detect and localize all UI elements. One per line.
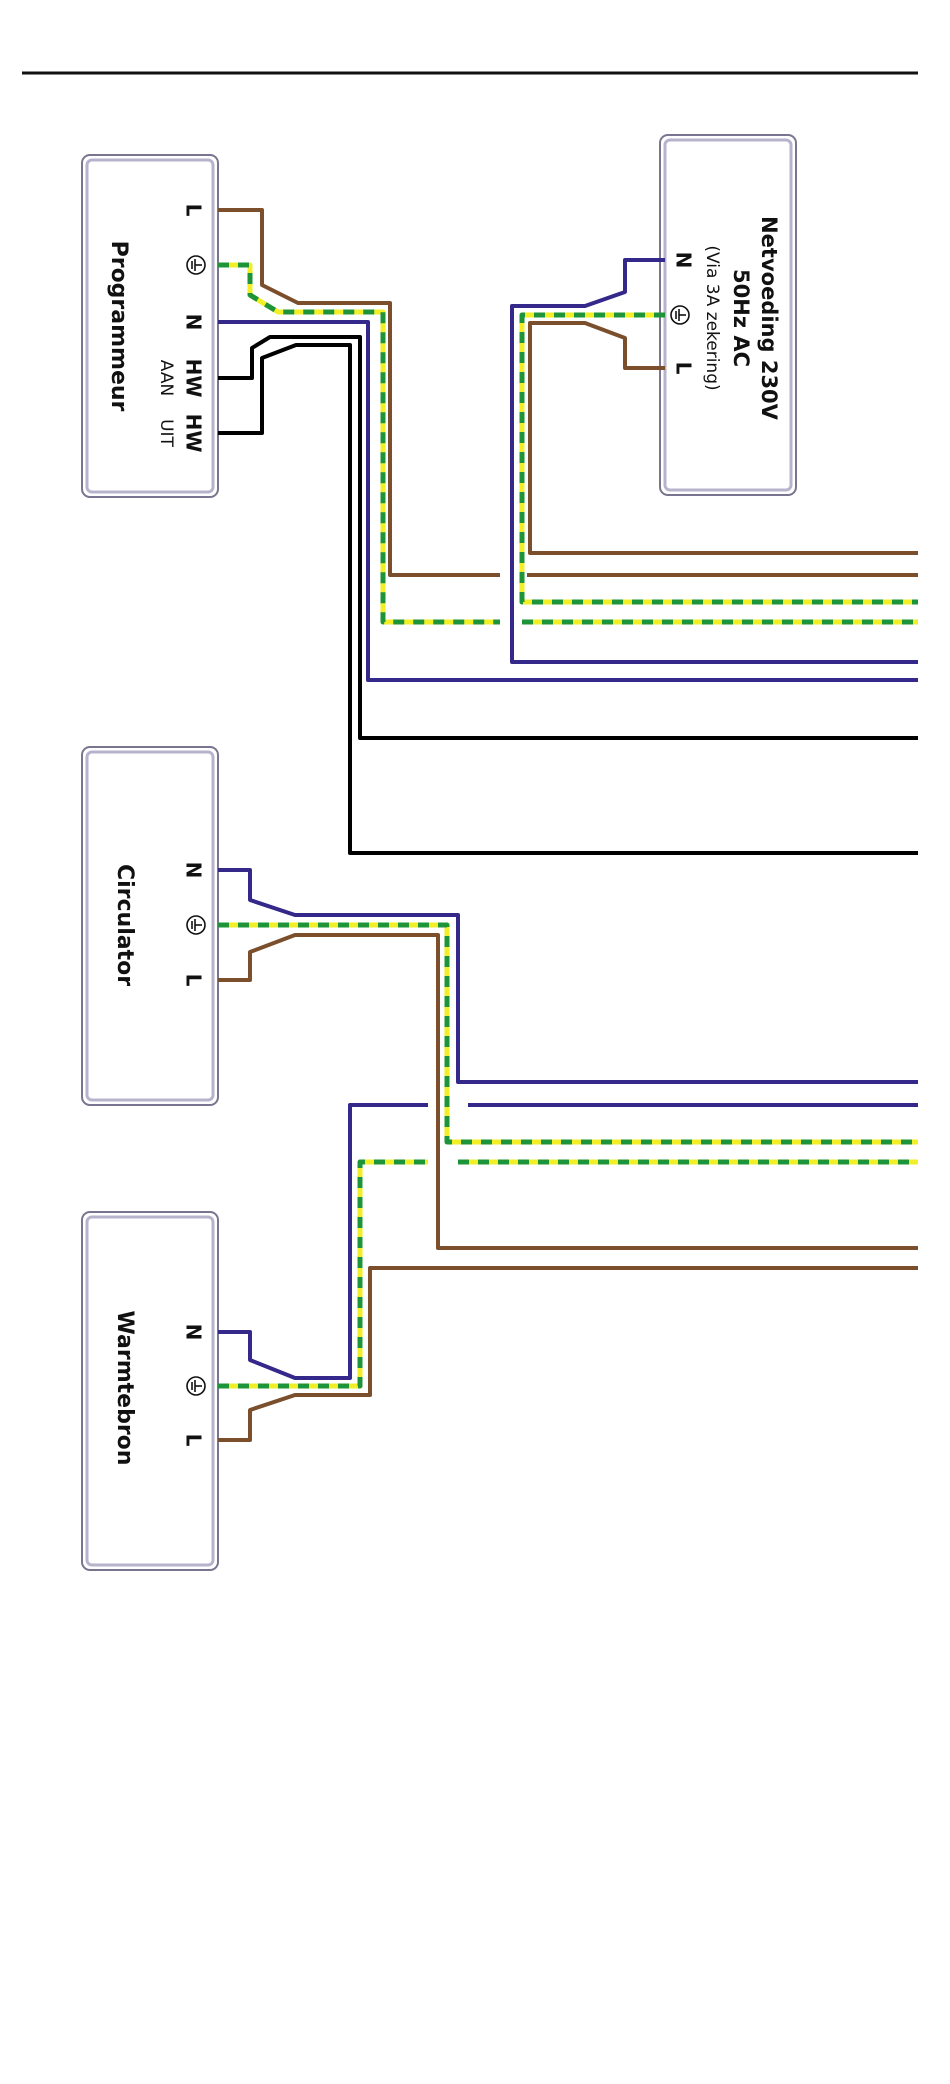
circulator-terminal-live: L: [182, 974, 206, 987]
hw-on-wire: [218, 337, 918, 738]
mains-live-wire: [530, 323, 918, 553]
mains-earth-icon: [671, 306, 689, 324]
heat-source-earth-icon: [187, 1377, 205, 1395]
circulator-earth-icon: [187, 916, 205, 934]
programmer-terminal-hw-off-sub: UIT: [156, 419, 176, 447]
hw-off-wire: [218, 345, 918, 853]
programmer-earth-icon: [187, 256, 205, 274]
mains-title-line2: 50Hz AC: [729, 269, 753, 367]
programmer-terminal-neutral: N: [182, 314, 206, 331]
heat-source-terminal-neutral: N: [182, 1324, 206, 1341]
programmer-terminal-hw-off: HW: [182, 414, 206, 453]
programmer-name: Programmeur: [106, 241, 131, 412]
heat-source-earth-wire: [218, 1162, 918, 1386]
programmer-neutral-wire: [218, 322, 918, 680]
mains-terminal-neutral: N: [672, 252, 696, 269]
circulator-box: [82, 747, 218, 1105]
mains-terminal-live: L: [672, 362, 696, 375]
circulator-terminal-neutral: N: [182, 862, 206, 879]
programmer-terminal-hw-on: HW: [182, 359, 206, 398]
heat-source-box: [82, 1212, 218, 1570]
heat-source-neutral-wire: [218, 1105, 428, 1378]
heat-source-live-wire: [218, 1268, 918, 1440]
circulator-earth-wire: [218, 925, 918, 1142]
heat-source-terminal-live: L: [182, 1434, 206, 1447]
programmer-terminal-hw-on-sub: AAN: [156, 360, 176, 396]
circulator-neutral-wire: [218, 870, 918, 1082]
circulator-name: Circulator: [112, 864, 137, 986]
mains-title-line3: (Via 3A zekering): [702, 245, 722, 390]
circulator-live-wire: [218, 935, 918, 1248]
heat-source-name: Warmtebron: [112, 1311, 137, 1466]
programmer-terminal-live: L: [182, 204, 206, 217]
mains-title-line1: Netvoeding 230V: [757, 216, 781, 421]
